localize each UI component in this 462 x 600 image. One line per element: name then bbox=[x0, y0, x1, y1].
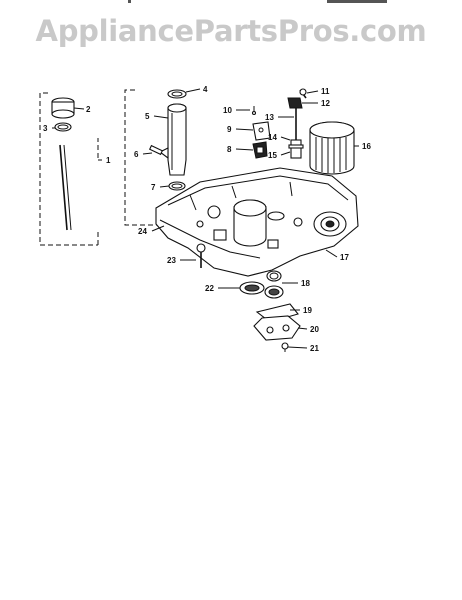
callout-13: 13 bbox=[265, 113, 274, 122]
sensor-group bbox=[251, 88, 307, 159]
callout-20: 20 bbox=[310, 325, 319, 334]
callout-16: 16 bbox=[362, 142, 371, 151]
callout-15: 15 bbox=[268, 151, 277, 160]
callout-24: 24 bbox=[138, 227, 147, 236]
top-edge-fragment bbox=[128, 0, 387, 3]
callout-9: 9 bbox=[227, 125, 232, 134]
callout-labels: 1 2 3 4 5 6 7 8 9 10 11 12 13 14 15 16 1… bbox=[43, 85, 371, 353]
callout-7: 7 bbox=[151, 183, 156, 192]
watermark-logo: AppliancePartsPros.com bbox=[35, 14, 427, 48]
callout-23: 23 bbox=[167, 256, 176, 265]
dipstick-group bbox=[39, 92, 99, 246]
fill-tube-group bbox=[124, 89, 187, 226]
callout-8: 8 bbox=[227, 145, 232, 154]
callout-14: 14 bbox=[268, 133, 277, 142]
callout-6: 6 bbox=[134, 150, 139, 159]
callout-11: 11 bbox=[321, 87, 330, 96]
callout-19: 19 bbox=[303, 306, 312, 315]
callout-4: 4 bbox=[203, 85, 208, 94]
callout-2: 2 bbox=[86, 105, 91, 114]
callout-5: 5 bbox=[145, 112, 150, 121]
callout-22: 22 bbox=[205, 284, 214, 293]
callout-17: 17 bbox=[340, 253, 349, 262]
callout-3: 3 bbox=[43, 124, 48, 133]
callout-1: 1 bbox=[106, 156, 111, 165]
oil-pan-base bbox=[155, 167, 359, 277]
callout-12: 12 bbox=[321, 99, 330, 108]
lower-parts-group bbox=[239, 270, 301, 352]
callout-10: 10 bbox=[223, 106, 232, 115]
callout-21: 21 bbox=[310, 344, 319, 353]
callout-18: 18 bbox=[301, 279, 310, 288]
leader-lines bbox=[52, 88, 359, 349]
oil-filter bbox=[309, 121, 355, 175]
